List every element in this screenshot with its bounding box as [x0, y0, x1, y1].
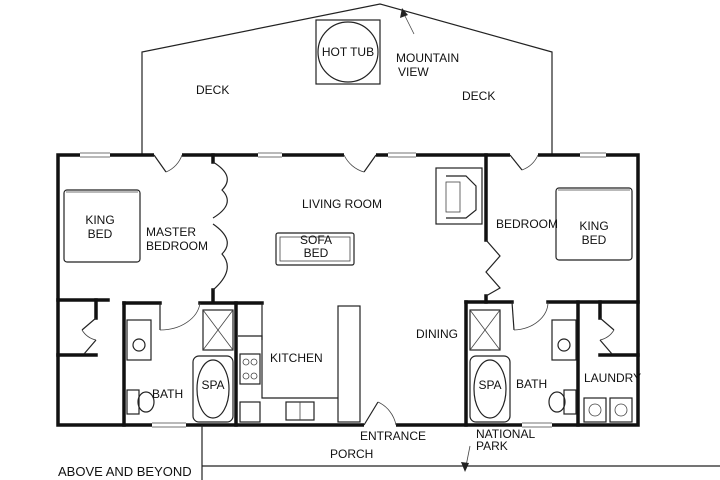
right-bath-fixtures	[469, 309, 577, 423]
entrance-door	[363, 401, 397, 426]
park-label: PARK	[476, 439, 508, 453]
spa-left-label: SPA	[201, 378, 224, 392]
deck-right-label: DECK	[462, 89, 495, 103]
porch-label: PORCH	[330, 447, 373, 461]
entrance-label: ENTRANCE	[360, 429, 426, 443]
living-room-label: LIVING ROOM	[302, 197, 382, 211]
deck-left-label: DECK	[196, 83, 229, 97]
hot-tub-label: HOT TUB	[322, 45, 374, 59]
hot-tub	[315, 19, 381, 85]
dining-label: DINING	[416, 327, 458, 341]
deck-doors	[153, 154, 539, 173]
view-label: VIEW	[398, 65, 429, 79]
bath-right-label: BATH	[516, 377, 547, 391]
master-bedroom-label-1: MASTER	[146, 225, 196, 239]
mountain-view-arrow-icon	[400, 8, 415, 35]
king-bed-right-label-1: KING	[579, 219, 608, 233]
left-bath-fixtures	[126, 309, 234, 423]
bath-left-label: BATH	[152, 387, 183, 401]
master-bedroom-label-2: BEDROOM	[146, 239, 208, 253]
interior-walls	[56, 153, 640, 427]
king-bed-left-label-2: BED	[88, 227, 113, 241]
national-label: NATIONAL	[476, 427, 535, 441]
fireplace	[435, 167, 483, 225]
exterior-walls	[56, 152, 640, 428]
master-closet-doors	[212, 161, 228, 291]
room-labels: HOT TUB MOUNTAIN VIEW DECK DECK LIVING R…	[58, 45, 641, 479]
left-bath-door	[159, 302, 201, 331]
bedroom-label: BEDROOM	[496, 217, 558, 231]
sofa-bed	[275, 232, 355, 266]
mountain-label: MOUNTAIN	[396, 51, 459, 65]
king-bed-right	[555, 187, 633, 261]
kitchen-counters	[238, 305, 361, 423]
left-closet-door	[81, 317, 97, 355]
king-bed-right-label-2: BED	[582, 233, 607, 247]
laundry-appliances	[583, 397, 633, 423]
spa-right-label: SPA	[478, 378, 501, 392]
deck-outline	[141, 3, 553, 154]
sofa-bed-label-1: SOFA	[300, 233, 332, 247]
footer-title: ABOVE AND BEYOND	[58, 464, 192, 479]
kitchen-label: KITCHEN	[270, 351, 323, 365]
bedroom-bifold-doors	[485, 239, 501, 297]
laundry-label: LAUNDRY	[584, 371, 641, 385]
right-bath-door	[511, 301, 549, 331]
right-closet-door	[599, 317, 615, 355]
national-park-arrow-icon	[461, 445, 471, 472]
sofa-bed-label-2: BED	[304, 246, 329, 260]
king-bed-left	[63, 189, 141, 263]
windows	[80, 152, 606, 428]
king-bed-left-label-1: KING	[85, 213, 114, 227]
porch	[201, 425, 720, 480]
